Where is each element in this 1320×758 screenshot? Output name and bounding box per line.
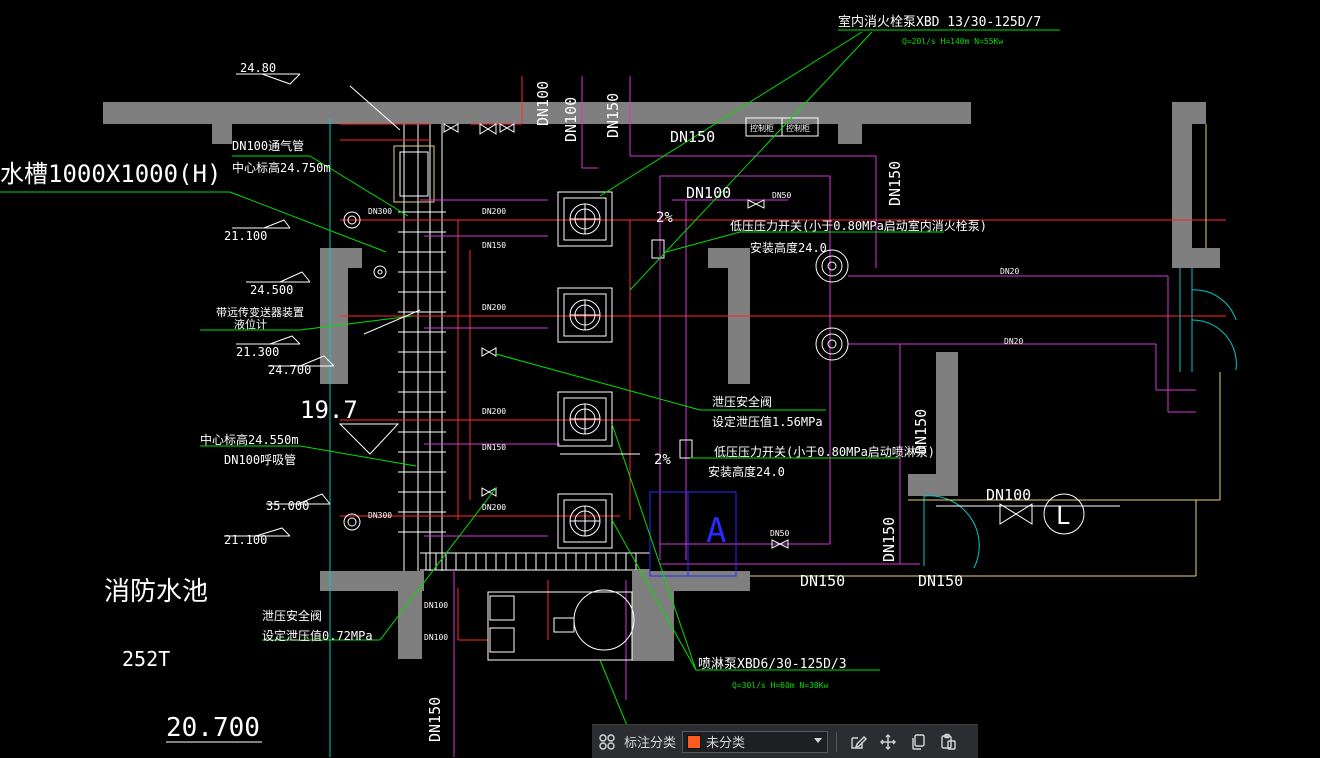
dn150-h: DN150 bbox=[426, 697, 444, 742]
elev-21-300: 21.300 bbox=[236, 345, 279, 359]
tank-column bbox=[393, 124, 650, 571]
vent-pipe-label: DN100通气管 bbox=[232, 138, 304, 153]
category-swatch bbox=[687, 734, 702, 749]
move-icon[interactable] bbox=[873, 727, 903, 757]
small-dn20-a: DN20 bbox=[1000, 267, 1019, 276]
small-dn200-b: DN200 bbox=[482, 303, 506, 312]
wall-right-foot bbox=[1172, 248, 1220, 268]
tank-label: 水槽1000X1000(H) bbox=[0, 160, 221, 188]
dn150-a: DN150 bbox=[604, 93, 622, 138]
copy-icon[interactable] bbox=[903, 727, 933, 757]
wall-right-column-v bbox=[936, 352, 958, 496]
text-green: Q=20l/s H=140m N=55Kw Q=30l/s H=60m N=30… bbox=[732, 37, 1003, 690]
toolbar-divider bbox=[836, 731, 838, 752]
dn100-b: DN100 bbox=[562, 97, 580, 142]
control-box-2: 控制柜 bbox=[786, 123, 810, 133]
low-switch-1: 低压压力开关(小于0.80MPa启动室内消火栓泵) bbox=[730, 218, 987, 233]
elev-24-80: 24.80 bbox=[240, 61, 276, 75]
dn150-e: DN150 bbox=[880, 517, 898, 562]
dn100-c: DN100 bbox=[686, 184, 731, 202]
elev-24-700: 24.700 bbox=[268, 363, 311, 377]
small-dn300-b: DN300 bbox=[368, 511, 392, 520]
slope-2: 2% bbox=[654, 452, 671, 468]
small-dn50-b: DN50 bbox=[770, 529, 789, 538]
low-switch-2: 低压压力开关(小于0.80MPa启动喷淋泵) bbox=[714, 445, 935, 459]
pump-2 bbox=[557, 287, 613, 343]
breath-center-label: 中心标高24.550m bbox=[200, 432, 299, 447]
relief-valve-2: 泄压安全阀 bbox=[262, 608, 322, 623]
yellow-lines bbox=[750, 124, 1221, 577]
level-gauge-2: 液位计 bbox=[234, 317, 267, 331]
small-dn300-a: DN300 bbox=[368, 207, 392, 216]
dn150-f: DN150 bbox=[800, 572, 845, 590]
grid-icon[interactable] bbox=[592, 727, 622, 757]
pump-4 bbox=[557, 493, 613, 549]
text-large: 水槽1000X1000(H) 消防水池 252T 20.700 19.7 A L bbox=[0, 160, 1070, 743]
cyan-lines bbox=[329, 118, 1237, 757]
elev-35-000: 35.000 bbox=[266, 499, 309, 513]
vent-center-label: 中心标高24.750m bbox=[232, 160, 331, 175]
dn150-b: DN150 bbox=[670, 128, 715, 146]
category-label: 标注分类 bbox=[624, 736, 677, 751]
pump-3 bbox=[557, 391, 613, 447]
pool-volume-label: 252T bbox=[122, 647, 170, 671]
small-dn100-b: DN100 bbox=[424, 633, 448, 642]
small-dn200-a: DN200 bbox=[482, 207, 506, 216]
small-dn100-a: DN100 bbox=[424, 601, 448, 610]
small-dn150-b: DN150 bbox=[482, 443, 506, 452]
dn100-d: DN100 bbox=[986, 486, 1031, 504]
letter-a: A bbox=[706, 511, 726, 551]
wall-top-stub-1 bbox=[212, 102, 232, 144]
dn150-d: DN150 bbox=[912, 409, 930, 454]
paste-icon[interactable] bbox=[933, 727, 963, 757]
elev-21-100b: 21.100 bbox=[224, 533, 267, 547]
category-select[interactable]: 未分类 bbox=[682, 730, 829, 753]
text-dn-small: DN50 DN20 DN20 DN50 DN200 DN150 DN200 DN… bbox=[368, 191, 1023, 642]
edit-icon[interactable] bbox=[843, 727, 873, 757]
indoor-pump-label: 室内消火栓泵XBD 13/30-125D/7 bbox=[838, 14, 1041, 30]
leader-lines bbox=[0, 29, 1060, 757]
wall-top-stub-2 bbox=[838, 102, 862, 144]
letter-l: L bbox=[1056, 502, 1070, 530]
dn150-g: DN150 bbox=[918, 572, 963, 590]
elev-21-100a: 21.100 bbox=[224, 229, 267, 243]
text-medium: 室内消火栓泵XBD 13/30-125D/7 喷淋泵XBD6/30-125D/3… bbox=[200, 14, 1041, 672]
wall-bottom-mid-v bbox=[632, 571, 674, 661]
white-annotation-lines bbox=[166, 73, 1120, 743]
install-height-2: 安装高度24.0 bbox=[708, 464, 785, 479]
breath-pipe-label: DN100呼吸管 bbox=[224, 452, 296, 467]
dn100-a: DN100 bbox=[534, 81, 552, 126]
small-dn20-b: DN20 bbox=[1004, 337, 1023, 346]
dn150-c: DN150 bbox=[886, 161, 904, 206]
indoor-pump-spec: Q=20l/s H=140m N=55Kw bbox=[902, 37, 1003, 46]
walls bbox=[103, 102, 1220, 661]
annotation-toolbar: 标注分类 未分类 bbox=[592, 724, 978, 758]
relief-setting-2: 设定泄压值0.72MPa bbox=[262, 628, 373, 643]
spray-pump-spec: Q=30l/s H=60m N=30Kw bbox=[732, 681, 829, 690]
relief-setting-1: 设定泄压值1.56MPa bbox=[712, 414, 823, 429]
pump-1 bbox=[557, 191, 613, 247]
small-dn150-a: DN150 bbox=[482, 241, 506, 250]
level-gauge-1: 带远传变送器装置 bbox=[216, 305, 304, 319]
fire-pool-label: 消防水池 bbox=[104, 577, 208, 607]
chevron-down-icon bbox=[813, 734, 823, 749]
elev-19-7-label: 19.7 bbox=[300, 396, 358, 424]
text-dn: DN100 DN100 DN150 DN150 DN100 DN150 DN15… bbox=[426, 81, 1031, 742]
spray-pump-label: 喷淋泵XBD6/30-125D/3 bbox=[698, 657, 847, 672]
slope-1: 2% bbox=[656, 210, 673, 226]
wall-right-column-foot bbox=[908, 474, 958, 496]
small-dn200-d: DN200 bbox=[482, 503, 506, 512]
relief-valve-1: 泄压安全阀 bbox=[712, 394, 772, 409]
category-selected-value: 未分类 bbox=[706, 736, 746, 751]
small-dn50-a: DN50 bbox=[772, 191, 791, 200]
elev-20700-label: 20.700 bbox=[166, 713, 260, 743]
small-dn200-c: DN200 bbox=[482, 407, 506, 416]
install-height-1: 安装高度24.0 bbox=[750, 240, 827, 255]
wall-right bbox=[1172, 102, 1192, 268]
wall-bottom-left-v bbox=[398, 571, 422, 659]
control-box-1: 控制柜 bbox=[750, 123, 774, 133]
red-pipes bbox=[340, 76, 1226, 641]
elev-24-500: 24.500 bbox=[250, 283, 293, 297]
